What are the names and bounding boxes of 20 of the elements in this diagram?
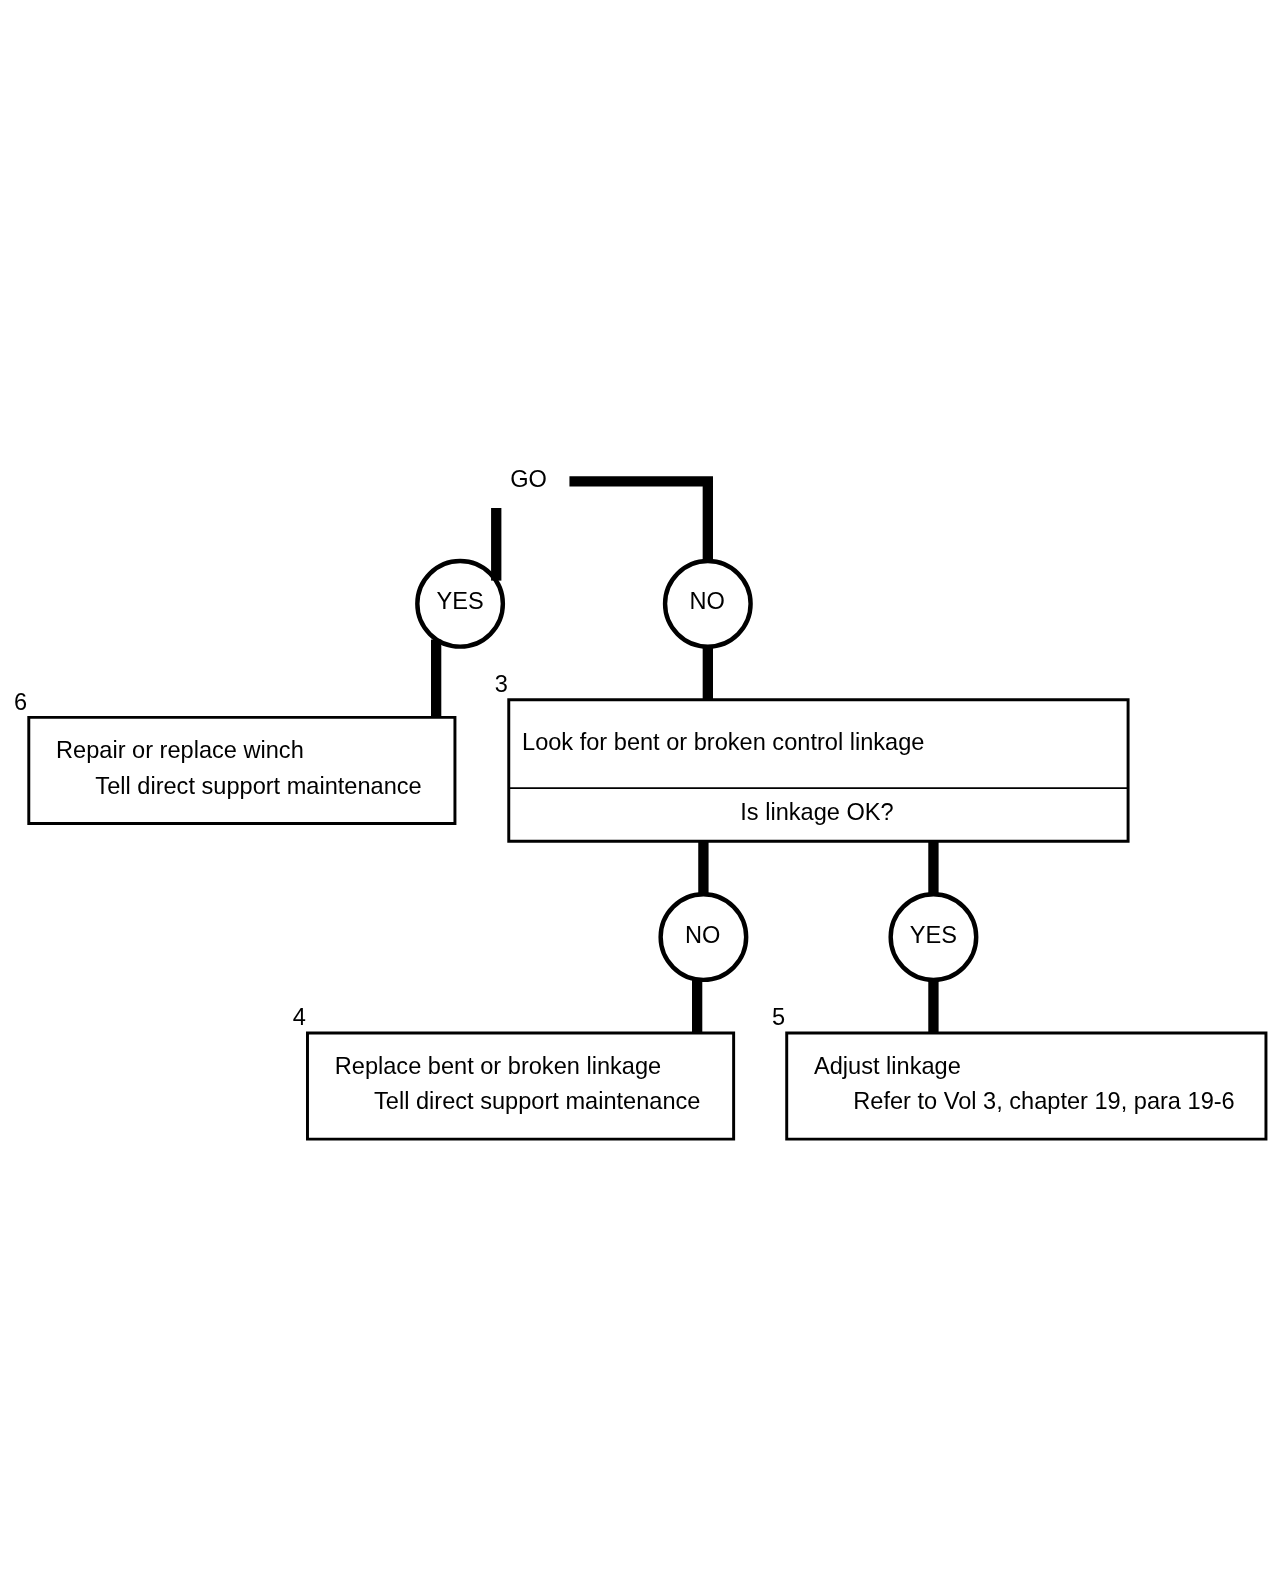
node-circle: NO [658,892,749,983]
connector [928,841,939,895]
node-text: GO [510,466,547,493]
connector [692,979,703,1033]
node-box: Adjust linkage Refer to Vol 3, chapter 19, para 19-6 [785,1031,1268,1141]
connector [698,841,709,895]
connector [569,476,713,561]
connector [430,639,442,718]
node-label: 5 [771,1004,786,1031]
node-circle: YES [888,892,979,983]
connector [702,646,713,700]
node-label: 4 [292,1004,306,1031]
connector [491,508,502,581]
connector [928,980,939,1033]
node-box: Replace bent or broken linkage Tell direct support maintenance [306,1031,736,1141]
node-box: Repair or replace winch Tell direct support maintenance [27,715,457,825]
node-label: 6 [14,688,28,715]
node-circle: NO [662,558,753,649]
node-circle: YES [415,558,506,649]
node-label: 3 [494,671,508,698]
